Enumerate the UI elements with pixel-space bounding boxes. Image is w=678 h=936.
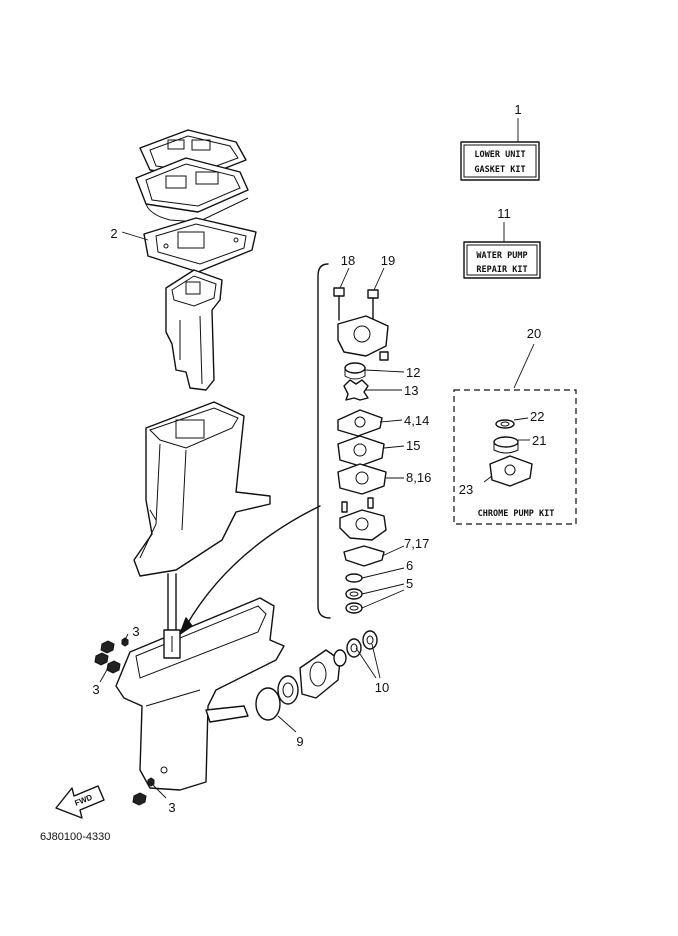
callout-13: 13 (404, 383, 418, 398)
drive-shaft (167, 573, 177, 633)
callout-9: 9 (296, 734, 303, 749)
lower-unit-gasket-kit-line1: LOWER UNIT (474, 150, 525, 160)
callout-6: 6 (406, 558, 413, 573)
callout-18: 18 (341, 253, 355, 268)
assembly-arrow (179, 505, 321, 635)
lower-unit-gasket-kit-line2: GASKET KIT (474, 165, 525, 175)
callout-4-14: 4,14 (404, 413, 429, 428)
callout-numbers: 1 2 3 3 3 4,14 5 6 7,17 8,16 9 10 11 12 … (92, 102, 546, 815)
callout-20: 20 (527, 326, 541, 341)
water-pump-repair-kit-label: WATER PUMP REPAIR KIT (463, 241, 541, 279)
chrome-pump-kit-label: CHROME PUMP KIT (478, 509, 555, 519)
exhaust-guide (165, 269, 223, 391)
callout-2: 2 (110, 226, 117, 241)
water-pump-repair-kit-line2: REPAIR KIT (476, 265, 527, 275)
callout-19: 19 (381, 253, 395, 268)
callout-3-bottom: 3 (168, 800, 175, 815)
callout-22: 22 (530, 409, 544, 424)
callout-23: 23 (459, 482, 473, 497)
callout-12: 12 (406, 365, 420, 380)
callout-15: 15 (406, 438, 420, 453)
fwd-arrow-icon: FWD (55, 785, 105, 819)
callout-8-16: 8,16 (406, 470, 431, 485)
callout-5: 5 (406, 576, 413, 591)
chrome-pump-kit-box: CHROME PUMP KIT (453, 389, 577, 525)
prop-shaft-housing-parts (255, 630, 378, 721)
lower-casing (115, 597, 285, 791)
water-pump-group-bracket (317, 263, 331, 619)
callout-21: 21 (532, 433, 546, 448)
lower-unit-gasket-kit-label: LOWER UNIT GASKET KIT (460, 141, 540, 181)
callout-3-left: 3 (92, 682, 99, 697)
callout-1: 1 (514, 102, 521, 117)
upper-gasket-stack (135, 129, 249, 223)
callout-11: 11 (497, 206, 511, 221)
leader-lines (99, 118, 535, 799)
diagram-code: 6J80100-4330 (40, 831, 110, 843)
part-2-gasket (143, 217, 257, 273)
callout-7-17: 7,17 (404, 536, 429, 551)
callout-10: 10 (375, 680, 389, 695)
water-pump-repair-kit-line1: WATER PUMP (476, 251, 527, 261)
water-pump-parts (333, 287, 389, 614)
upper-casing (133, 401, 271, 577)
callout-3-upper: 3 (132, 624, 139, 639)
